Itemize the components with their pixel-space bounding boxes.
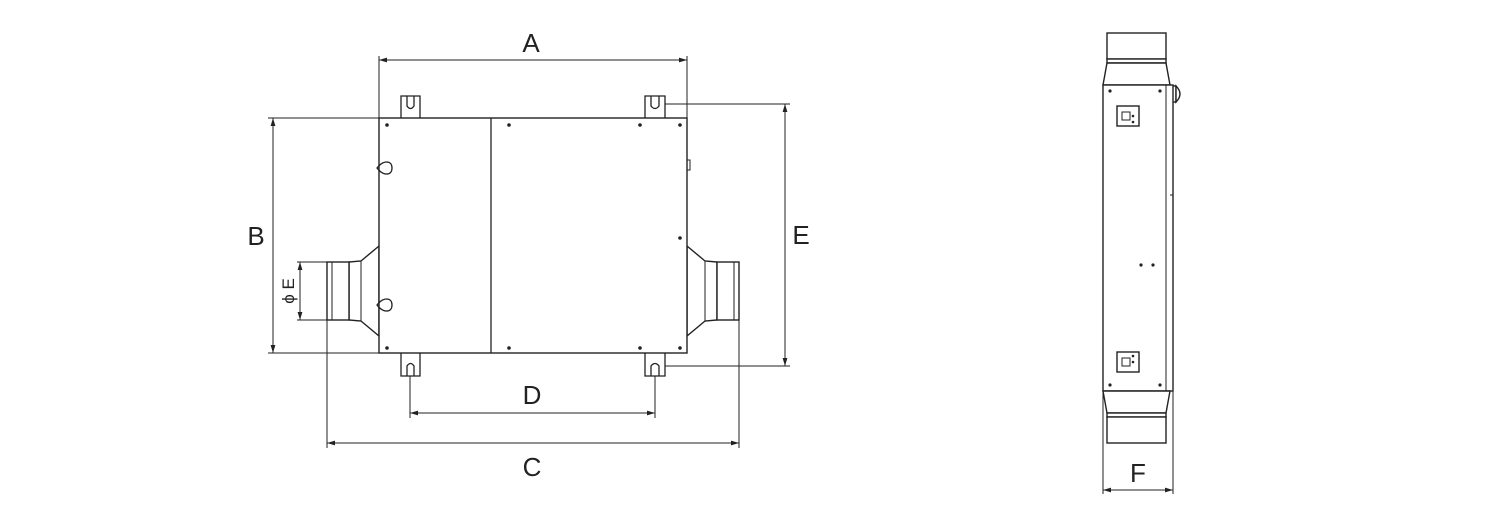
side-bracket-top	[1116, 105, 1140, 127]
dimension-f: F	[1102, 391, 1174, 494]
dimension-label-d: D	[523, 380, 542, 410]
dimension-label-c: C	[523, 452, 542, 482]
dimension-label-f: F	[1130, 458, 1146, 488]
dimension-label-e: E	[792, 220, 809, 250]
latch-handle-top	[376, 161, 393, 175]
dimension-c: C	[326, 320, 740, 482]
hanging-bracket-bottom-left	[400, 353, 421, 377]
unit-body	[378, 117, 688, 354]
hanging-bracket-top-right	[644, 95, 666, 118]
side-top-duct	[1102, 32, 1171, 86]
dimension-a: A	[378, 28, 688, 118]
side-unit-body	[1102, 84, 1174, 392]
front-view: A B ϕ E E D	[247, 28, 809, 482]
dimension-duct-diameter: ϕ E	[279, 261, 327, 321]
hanging-bracket-bottom-right	[644, 353, 666, 377]
dimension-label-phi-e: ϕ E	[279, 278, 298, 304]
panel-screws	[385, 123, 682, 350]
side-bracket-bottom	[1116, 351, 1140, 373]
dimension-b: B	[247, 117, 379, 354]
right-duct-collar	[686, 244, 740, 338]
side-bottom-duct	[1102, 390, 1171, 444]
dimension-label-a: A	[522, 28, 540, 58]
left-duct-collar	[326, 244, 380, 338]
dimension-label-b: B	[247, 221, 264, 251]
dimension-e: E	[665, 103, 810, 367]
hanging-bracket-top-left	[400, 95, 421, 118]
side-screws	[1108, 89, 1162, 387]
dimension-d: D	[409, 376, 656, 418]
side-view: F	[1102, 32, 1181, 494]
latch-handle-bottom	[376, 298, 393, 312]
